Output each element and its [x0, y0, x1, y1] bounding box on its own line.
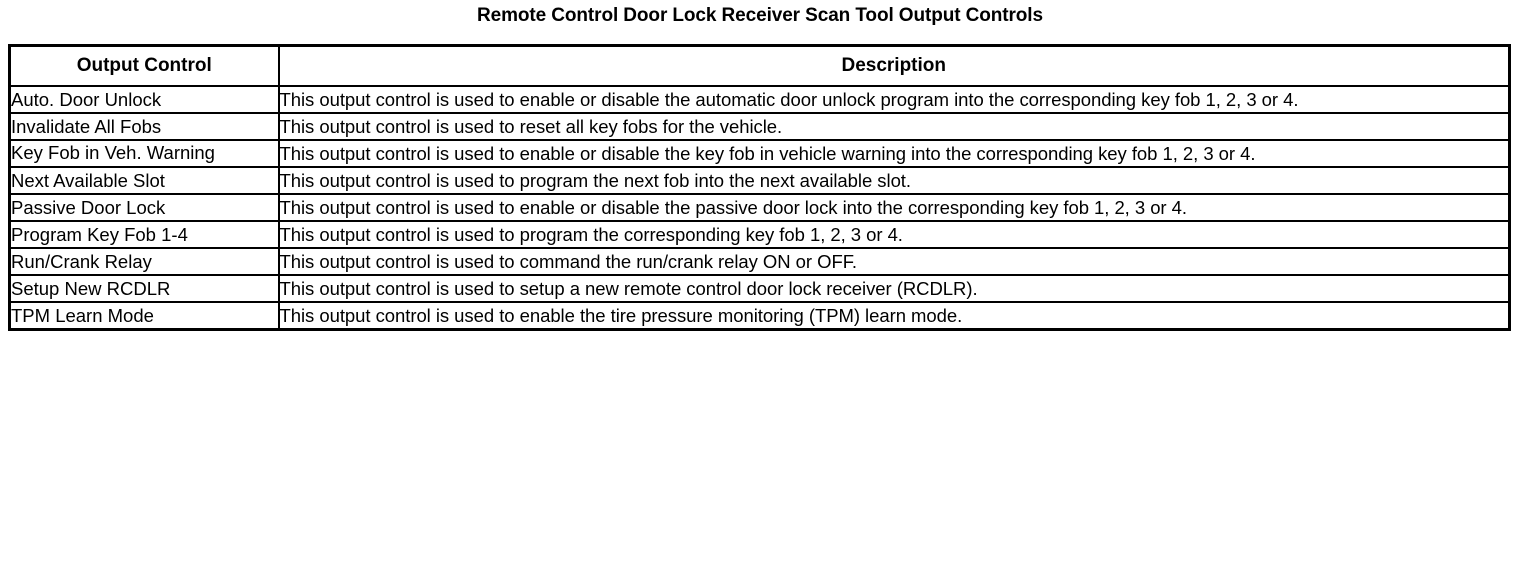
cell-output-control: Auto. Door Unlock [8, 85, 280, 114]
cell-output-control: Program Key Fob 1-4 [8, 220, 280, 249]
cell-description: This output control is used to setup a n… [277, 274, 1511, 303]
cell-output-control: Setup New RCDLR [8, 274, 280, 303]
cell-description: This output control is used to program t… [277, 220, 1511, 249]
table-container: Output Control Description Auto. Door Un… [8, 44, 1511, 331]
cell-description: This output control is used to reset all… [277, 112, 1511, 141]
table-row: Next Available Slot This output control … [8, 166, 1511, 195]
cell-description: This output control is used to enable or… [277, 139, 1511, 168]
cell-description: This output control is used to command t… [277, 247, 1511, 276]
output-controls-table: Output Control Description Auto. Door Un… [8, 44, 1511, 331]
cell-description: This output control is used to program t… [277, 166, 1511, 195]
cell-output-control: Next Available Slot [8, 166, 280, 195]
cell-output-control: Passive Door Lock [8, 193, 280, 222]
column-header-description: Description [277, 44, 1511, 87]
table-row: Program Key Fob 1-4 This output control … [8, 220, 1511, 249]
table-row: Auto. Door Unlock This output control is… [8, 85, 1511, 114]
table-row: Key Fob in Veh. Warning This output cont… [8, 139, 1511, 168]
cell-description: This output control is used to enable or… [277, 193, 1511, 222]
table-header-row: Output Control Description [8, 44, 1511, 87]
table-row: Passive Door Lock This output control is… [8, 193, 1511, 222]
page-title: Remote Control Door Lock Receiver Scan T… [477, 5, 1043, 26]
cell-output-control: Key Fob in Veh. Warning [8, 139, 280, 168]
cell-output-control: TPM Learn Mode [8, 301, 280, 331]
table-header: Output Control Description [8, 44, 1511, 87]
column-header-output-control: Output Control [8, 44, 280, 87]
cell-description: This output control is used to enable or… [277, 85, 1511, 114]
table-row: TPM Learn Mode This output control is us… [8, 301, 1511, 331]
table-row: Setup New RCDLR This output control is u… [8, 274, 1511, 303]
cell-output-control: Invalidate All Fobs [8, 112, 280, 141]
table-row: Run/Crank Relay This output control is u… [8, 247, 1511, 276]
table-row: Invalidate All Fobs This output control … [8, 112, 1511, 141]
cell-output-control: Run/Crank Relay [8, 247, 280, 276]
cell-description: This output control is used to enable th… [277, 301, 1511, 331]
table-body: Auto. Door Unlock This output control is… [8, 85, 1511, 331]
